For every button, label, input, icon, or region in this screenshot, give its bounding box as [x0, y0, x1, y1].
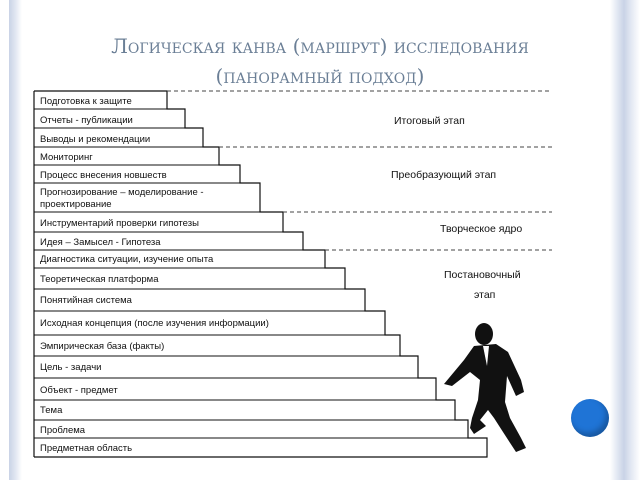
step-label: Выводы и рекомендации: [40, 134, 150, 145]
stage-label-creative-core: Творческое ядро: [440, 223, 522, 235]
stage-boundaries: [167, 90, 552, 251]
step-label: Подготовка к защите: [40, 96, 132, 107]
step-label: Объект - предмет: [40, 385, 118, 396]
stage-label-setting-line2: этап: [474, 289, 495, 301]
step-label: Процесс внесения новшеств: [40, 170, 167, 181]
climbing-man-icon: [444, 323, 526, 452]
figure-shirt: [483, 346, 489, 366]
step-label: Цель - задачи: [40, 362, 101, 373]
blue-circle-icon: [571, 399, 609, 437]
title-line-2: (панорамный подход): [215, 64, 425, 88]
step-separators: [34, 108, 487, 439]
stage-label-setting-line1: Постановочный: [444, 269, 521, 281]
step-label: Проблема: [40, 425, 86, 436]
figure-head: [475, 323, 493, 345]
step-label: Понятийная система: [40, 295, 133, 306]
title-line-1: Логическая канва (маршрут) исследования: [111, 34, 529, 58]
step-label: Диагностика ситуации, изучение опыта: [40, 254, 214, 265]
step-label: Эмпирическая база (факты): [40, 341, 164, 352]
step-label: Тема: [40, 405, 63, 416]
step-label: Исходная концепция (после изучения инфор…: [40, 318, 269, 329]
figure-body: [444, 344, 526, 452]
step-label: Прогнозирование – моделирование -: [40, 187, 204, 198]
step-label: Идея – Замысел - Гипотеза: [40, 237, 161, 248]
step-label: Отчеты - публикации: [40, 115, 133, 126]
stage-label-final: Итоговый этап: [394, 115, 465, 127]
step-label: Инструментарий проверки гипотезы: [40, 218, 199, 229]
left-decorative-border: [0, 0, 22, 480]
step-label: Мониторинг: [40, 152, 93, 163]
stage-label-transforming: Преобразующий этап: [391, 169, 496, 181]
step-label: Теоретическая платформа: [40, 274, 159, 285]
step-label: проектирование: [40, 199, 112, 210]
right-decorative-border: [610, 0, 640, 480]
step-label: Предметная область: [40, 443, 132, 454]
